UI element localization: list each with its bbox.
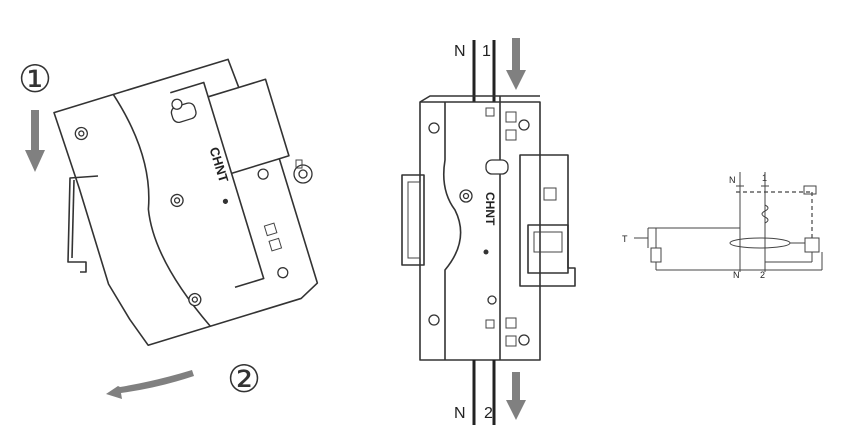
breaker-bottom-2-label: 2: [484, 405, 493, 422]
step-1-number: ①: [18, 57, 52, 101]
step-2-rotate-arrow-icon: [106, 370, 194, 399]
step-1-down-arrow-icon: [25, 110, 45, 172]
breaker-installed: N 1 CHNT: [401, 38, 576, 425]
breaker-installed-brand-text: CHNT: [483, 192, 497, 226]
schematic-bottom-2-label: 2: [760, 270, 765, 280]
breaker-top-down-arrow-icon: [506, 38, 526, 90]
din-rail-clip: [67, 175, 99, 273]
schematic-top-n-label: N: [729, 175, 736, 185]
breaker-bottom-down-arrow-icon: [506, 372, 526, 420]
breaker-tilted-body: [53, 58, 319, 347]
breaker-tilted-knob-icon: [293, 159, 313, 184]
breaker-tilted-brand-text: CHNT: [207, 145, 232, 184]
schematic-test-label: T: [622, 234, 628, 244]
breaker-top-n-label: N: [454, 43, 466, 60]
step-1-marker: ①: [18, 57, 52, 172]
breaker-tilted: CHNT: [53, 58, 319, 347]
step-2-number: ②: [227, 357, 261, 401]
wiring-schematic: N 1 N 2 T: [622, 172, 823, 280]
breaker-top-1-label: 1: [482, 43, 491, 60]
schematic-bottom-n-label: N: [733, 270, 740, 280]
step-2-marker: ②: [106, 357, 261, 401]
din-rail-mount: [401, 174, 425, 266]
breaker-bottom-n-label: N: [454, 405, 466, 422]
breaker-installed-aux-module: [519, 154, 576, 287]
